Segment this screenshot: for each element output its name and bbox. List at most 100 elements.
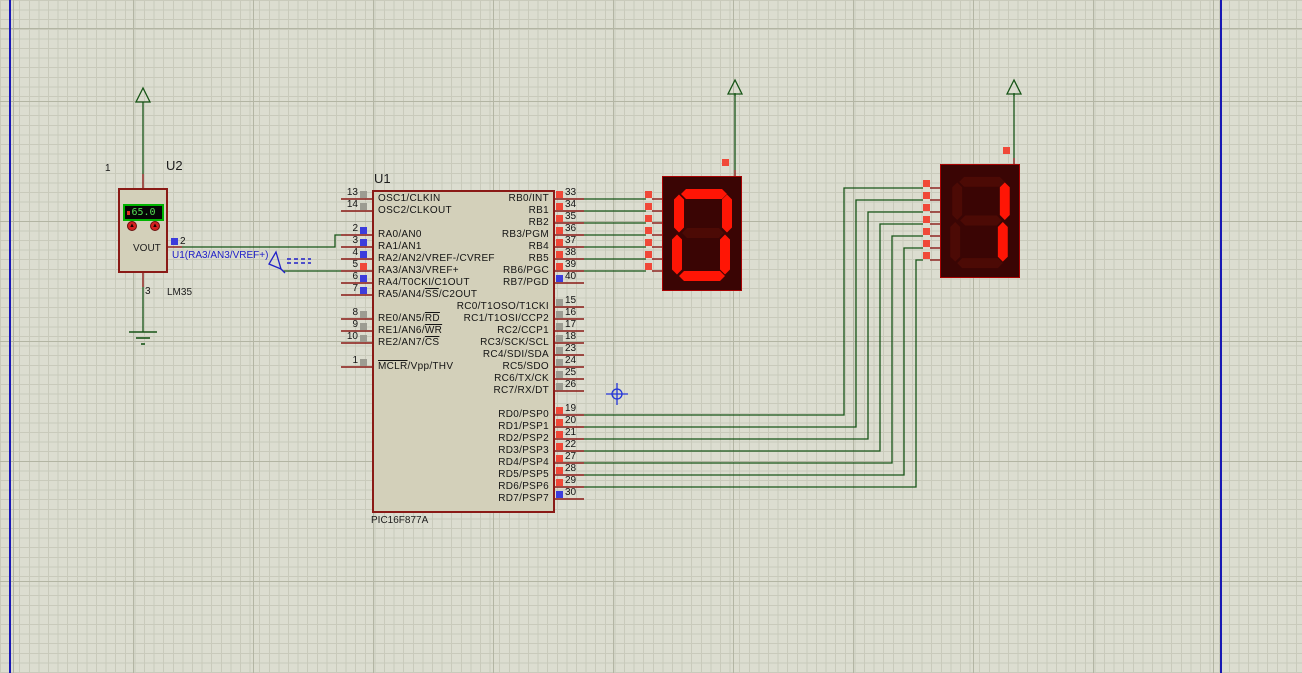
pin-number-28: 28 [565, 463, 577, 474]
pin-state-square-3 [360, 239, 367, 246]
pin-state-square-4 [360, 251, 367, 258]
pin-number-6: 6 [352, 271, 358, 282]
pin-label-4: RA2/AN2/VREF-/CVREF [378, 253, 495, 264]
pin-label-9: RE1/AN6/WR [378, 325, 443, 336]
pin-state-square-16 [556, 311, 563, 318]
wire-rd6-seg2[interactable] [584, 259, 923, 488]
pin-number-26: 26 [565, 379, 577, 390]
pin-number-36: 36 [565, 223, 577, 234]
seven-seg-display-2-digit-1 [950, 176, 1010, 269]
pin-label-28: RD5/PSP5 [498, 469, 549, 480]
seven-seg-display-2-pin-state-square-4 [923, 228, 930, 235]
pin-state-square-40 [556, 275, 563, 282]
pin-number-18: 18 [565, 331, 577, 342]
mcu-part-name: PIC16F877A [371, 515, 429, 526]
lm35-pin2-number: 2 [180, 236, 186, 247]
wire-rd3-seg2[interactable] [584, 223, 923, 452]
pin-state-square-27 [556, 455, 563, 462]
pin-number-13: 13 [346, 187, 358, 198]
seven-seg-display-1-pin-state-square-2 [645, 215, 652, 222]
wire-rd1-seg2[interactable] [584, 199, 923, 428]
segment-F [674, 194, 684, 233]
seven-seg-display-2[interactable] [940, 164, 1020, 278]
pin-number-22: 22 [565, 439, 577, 450]
pin-number-8: 8 [352, 307, 358, 318]
pin-number-27: 27 [565, 451, 577, 462]
pin-label-5: RA3/AN3/VREF+ [378, 265, 459, 276]
pin-state-square-5 [360, 263, 367, 270]
wire-rd4-seg2[interactable] [584, 235, 923, 464]
pin-label-2: RA0/AN0 [378, 229, 422, 240]
mcu-pic16f877a-body[interactable] [372, 190, 555, 513]
pin-label-8: RE0/AN5/RD [378, 313, 440, 324]
pin-number-21: 21 [565, 427, 577, 438]
pin-number-17: 17 [565, 319, 577, 330]
pin-label-35: RB2 [528, 217, 549, 228]
pin-label-19: RD0/PSP0 [498, 409, 549, 420]
pin-state-square-28 [556, 467, 563, 474]
lm35-decrement-button[interactable]: ▲ [150, 221, 160, 231]
seven-seg-display-2-pin-state-square-6 [923, 252, 930, 259]
seven-seg-display-1[interactable] [662, 176, 742, 291]
pin-state-square-8 [360, 311, 367, 318]
seven-seg-display-1-pin-state-square-6 [645, 263, 652, 270]
pin-state-square-7 [360, 287, 367, 294]
pin-label-33: RB0/INT [508, 193, 549, 204]
pin-state-square-1 [360, 359, 367, 366]
pin-number-16: 16 [565, 307, 577, 318]
lm35-increment-button[interactable]: ▲ [127, 221, 137, 231]
mcu-ref: U1 [374, 171, 391, 186]
pin-number-9: 9 [352, 319, 358, 330]
pin-state-square-6 [360, 275, 367, 282]
pin-label-23: RC4/SDI/SDA [482, 349, 549, 360]
segment-G [682, 228, 724, 238]
lm35-sensor-body[interactable] [118, 188, 168, 273]
wire-rd2-seg2[interactable] [584, 211, 923, 440]
pin-state-square-35 [556, 215, 563, 222]
wire-rd0-seg2[interactable] [584, 187, 923, 416]
pin-number-34: 34 [565, 199, 577, 210]
pin-number-39: 39 [565, 259, 577, 270]
pin-state-square-33 [556, 191, 563, 198]
sheet-border-left [9, 0, 11, 673]
pin-state-square-25 [556, 371, 563, 378]
segment-A [681, 189, 727, 199]
origin-crosshair [611, 388, 623, 400]
segment-C [720, 234, 730, 275]
pin-number-37: 37 [565, 235, 577, 246]
power-arrow-display-2[interactable] [1005, 78, 1023, 95]
wire-rd5-seg2[interactable] [584, 247, 923, 476]
wire-end-marker-icon [268, 250, 283, 271]
lm35-pin2-state-square [171, 238, 178, 245]
down-arrow-icon: ▲ [152, 223, 158, 229]
pin-state-square-30 [556, 491, 563, 498]
segment-B [722, 194, 732, 233]
pin-state-square-29 [556, 479, 563, 486]
pin-label-6: RA4/T0CKI/C1OUT [378, 277, 470, 288]
pin-state-square-13 [360, 191, 367, 198]
seven-seg-display-1-pin-state-square-1 [645, 203, 652, 210]
pin-label-34: RB1 [528, 205, 549, 216]
power-arrow-display-1[interactable] [726, 78, 744, 95]
pin-number-33: 33 [565, 187, 577, 198]
seven-seg-display-1-pin-state-square-0 [645, 191, 652, 198]
seven-seg-display-2-pin-state-square-3 [923, 216, 930, 223]
seven-seg-display-1-pin-state-square-4 [645, 239, 652, 246]
lm35-pin1-number: 1 [105, 163, 111, 174]
pin-number-23: 23 [565, 343, 577, 354]
pin-state-square-34 [556, 203, 563, 210]
power-arrow-lm35[interactable] [134, 86, 152, 103]
pin-label-18: RC3/SCK/SCL [480, 337, 549, 348]
pin-label-29: RD6/PSP6 [498, 481, 549, 492]
wire-end-marker-icon [280, 268, 286, 274]
pin-number-2: 2 [352, 223, 358, 234]
pin-state-square-36 [556, 227, 563, 234]
pin-label-15: RC0/T1OSO/T1CKI [456, 301, 549, 312]
pin-label-10: RE2/AN7/CS [378, 337, 440, 348]
pin-label-37: RB4 [528, 241, 549, 252]
wire-vout-to-ra0[interactable] [182, 234, 341, 248]
lm35-part-name: LM35 [167, 287, 193, 298]
segment-E [672, 234, 682, 275]
lm35-pin3-number: 3 [145, 286, 151, 297]
